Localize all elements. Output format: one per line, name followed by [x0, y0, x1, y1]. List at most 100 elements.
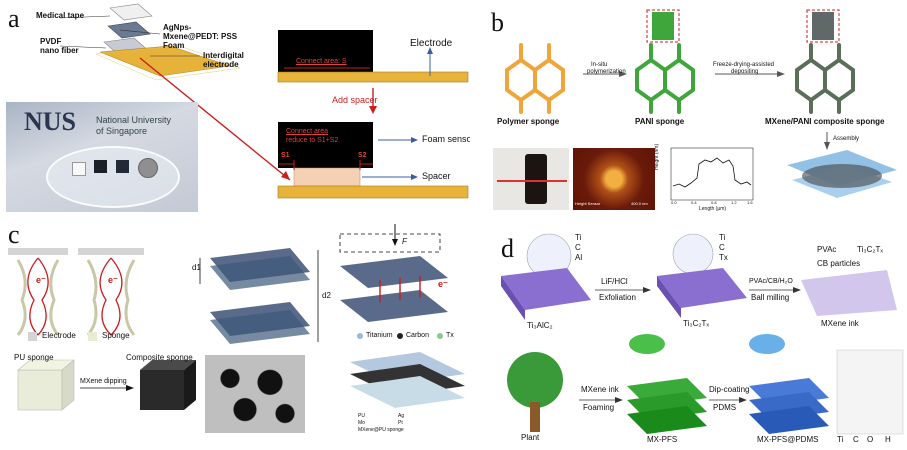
- afm-height-sensor: Height Sensor: [575, 201, 601, 206]
- caption-composite: MXene/PANI composite sponge: [765, 117, 885, 126]
- sem-image: [205, 355, 305, 433]
- foam-sensor-label: Foam sensor: [422, 134, 470, 144]
- step4-name: PDMS: [713, 403, 737, 412]
- nus-logo-text: NUS: [24, 107, 77, 136]
- step-depositing: depositing: [731, 69, 759, 75]
- step4-reagent: Dip-coating: [709, 385, 750, 394]
- step-insitu: In-situ: [591, 62, 608, 68]
- laser-beam: [497, 180, 567, 182]
- layer-mxene: Mxene@PEDT: PSS: [163, 32, 238, 41]
- process-dipping: MXene dipping: [80, 378, 127, 385]
- panel-b-label: b: [491, 8, 504, 37]
- plot-xtick-1: 0.4: [691, 200, 697, 205]
- atom-titanium: Titanium: [366, 332, 393, 339]
- panel-c-graphics: [8, 224, 465, 411]
- max-legend-al: Al: [575, 253, 583, 262]
- petri-dish: [46, 146, 180, 208]
- caption-pani: PANI sponge: [635, 117, 685, 126]
- d2-label: d2: [322, 291, 331, 300]
- panel-d: d Ti C Al Ti C Tx Ti₃AlC₂ Ti₃C₂Tₓ Li: [487, 220, 907, 450]
- force-label: F: [402, 237, 407, 246]
- layer-pvdf: PVDF: [40, 37, 62, 46]
- plot-xtick-2: 0.8: [711, 200, 717, 205]
- atom-carbon: Carbon: [406, 332, 429, 339]
- max-legend-ti: Ti: [575, 233, 582, 242]
- device-legend-mo: Mo: [358, 420, 365, 426]
- afm-scale: 400.0 nm: [631, 201, 648, 206]
- layer-electrode: electrode: [203, 60, 239, 69]
- atom-legend-c: C: [853, 435, 859, 444]
- layer-agnps: AgNps-: [163, 23, 192, 32]
- step2-name: Ball milling: [751, 293, 790, 302]
- atom-legend-h: H: [885, 435, 891, 444]
- s1-label: S1: [281, 152, 290, 159]
- max-name: Ti₃AlC₂: [527, 321, 553, 330]
- device-photo: NUS National University of Singapore: [6, 102, 198, 212]
- connect-area-reduce-1: Connect area: [286, 128, 329, 135]
- legend-electrode: Electrode: [42, 331, 76, 340]
- step1-name: Exfoliation: [599, 293, 636, 302]
- caption-polymer: Polymer sponge: [497, 117, 560, 126]
- nus-line-1: National University: [96, 115, 172, 125]
- afm-image: Height Sensor 400.0 nm: [573, 148, 655, 210]
- step-assembly: Assembly: [833, 136, 860, 142]
- panel-c: c: [0, 220, 485, 450]
- atom-legend-o: O: [867, 435, 874, 444]
- sample-black-1: [94, 160, 107, 173]
- panel-d-label: d: [501, 234, 514, 263]
- process-composite: Composite sponge: [126, 353, 193, 362]
- panel-d-graphics: [501, 233, 904, 435]
- layer-nanofiber: nano fiber: [40, 46, 79, 55]
- plot-xtick-3: 1.2: [731, 200, 737, 205]
- max-legend-c: C: [575, 243, 581, 252]
- device-layer-stack: [59, 3, 291, 181]
- d1-label: d1: [192, 263, 201, 272]
- electron-3: e⁻: [438, 279, 448, 289]
- connect-area-reduce-2: reduce to S1+S2: [286, 137, 339, 144]
- name-plant: Plant: [521, 433, 540, 442]
- plot-xtick-4: 1.6: [747, 200, 753, 205]
- step-freeze: Freeze-drying-assisted: [713, 62, 775, 68]
- plot-xtick-0: 0.0: [671, 200, 677, 205]
- electrode-label: Electrode: [410, 38, 453, 49]
- name-mxpfs: MX-PFS: [647, 435, 678, 444]
- step3-name: Foaming: [583, 403, 615, 412]
- ink-legend-pvac: PVAc: [817, 245, 837, 254]
- device-legend-mxene: MXene@PU sponge: [358, 427, 404, 433]
- mxene-legend-tx: Tx: [719, 253, 728, 262]
- layer-foam: Foam: [163, 41, 185, 50]
- device-legend-ag: Ag: [398, 413, 405, 419]
- layer-medical-tape: Medical tape: [36, 11, 85, 20]
- name-mxpfs-pdms: MX-PFS@PDMS: [757, 435, 819, 444]
- plot-xlabel: Length (μm): [699, 206, 727, 212]
- ink-legend-mxene: Ti₃C₂Tₓ: [857, 245, 884, 254]
- electron-1: e⁻: [36, 275, 46, 285]
- coin: [138, 158, 158, 178]
- plot-ylabel: Height (nm): [654, 143, 660, 170]
- legend-sponge: Sponge: [102, 331, 130, 340]
- add-spacer-label: Add spacer: [332, 95, 378, 105]
- sample-white: [72, 162, 86, 176]
- panel-a: a Medical tape AgNps- Mxene@PEDT: PSS Fo…: [0, 0, 470, 215]
- sample-black-2: [116, 160, 129, 173]
- layer-interdigital: Interdigital: [203, 51, 244, 60]
- panel-a-label: a: [8, 4, 20, 33]
- ink-name: MXene ink: [821, 319, 859, 328]
- spacer-schematic: [277, 30, 469, 199]
- step1-reagent: LiF/HCl: [601, 277, 628, 286]
- nus-line-2: of Singapore: [96, 126, 148, 136]
- vial-photo: [493, 148, 569, 210]
- step3-reagent: MXene ink: [581, 385, 619, 394]
- ink-legend-cb: CB particles: [817, 259, 861, 268]
- sponge-process-graphic: [505, 9, 897, 198]
- legend-sponge-swatch: [88, 332, 97, 341]
- s2-label: S2: [358, 152, 367, 159]
- legend-electrode-swatch: [28, 332, 37, 341]
- device-legend-pu: PU: [358, 413, 365, 419]
- process-pu: PU sponge: [14, 353, 54, 362]
- step2-reagent: PVAc/CB/H₂O: [749, 278, 793, 285]
- step-polymerization: polymerization: [587, 69, 626, 75]
- electron-2: e⁻: [108, 275, 118, 285]
- atom-tx: Tx: [446, 332, 454, 339]
- mxene-legend-c: C: [719, 243, 725, 252]
